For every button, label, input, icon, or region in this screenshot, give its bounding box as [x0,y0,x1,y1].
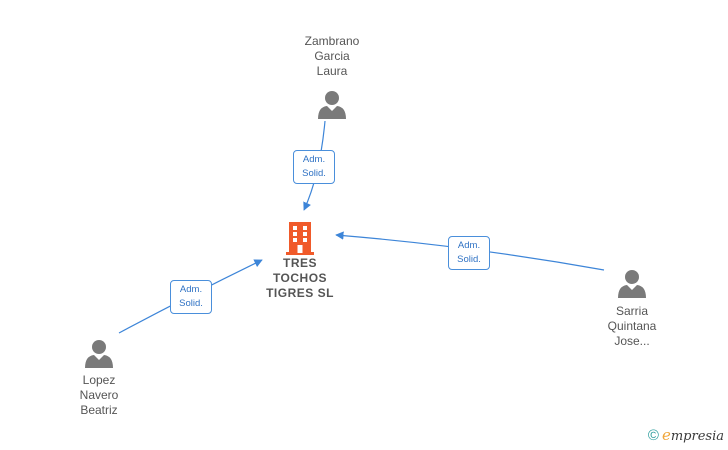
person-node-sarria[interactable]: Sarria Quintana Jose... [562,268,702,349]
person-node-zambrano[interactable]: Zambrano Garcia Laura [262,34,402,119]
brand-logo[interactable]: © empresia [648,426,724,444]
person-icon [85,340,113,368]
edge-label-sarria[interactable]: Adm. Solid. [448,236,490,270]
person-name: Sarria Quintana Jose... [607,304,657,348]
brand-initial: e [661,426,671,444]
copyright-icon: © [647,426,659,444]
company-name: TRES TOCHOS TIGRES SL [266,256,334,300]
edge-label-lopez[interactable]: Adm. Solid. [170,280,212,314]
person-icon [618,270,646,298]
person-name: Lopez Navero Beatriz [79,373,119,417]
edge-label-zambrano[interactable]: Adm. Solid. [293,150,335,184]
building-icon [286,222,314,255]
person-icon [318,91,346,119]
brand-name: mpresia [670,429,724,444]
company-node[interactable]: TRES TOCHOS TIGRES SL [230,220,370,301]
person-node-lopez[interactable]: Lopez Navero Beatriz [29,338,169,418]
person-name: Zambrano Garcia Laura [304,34,360,78]
